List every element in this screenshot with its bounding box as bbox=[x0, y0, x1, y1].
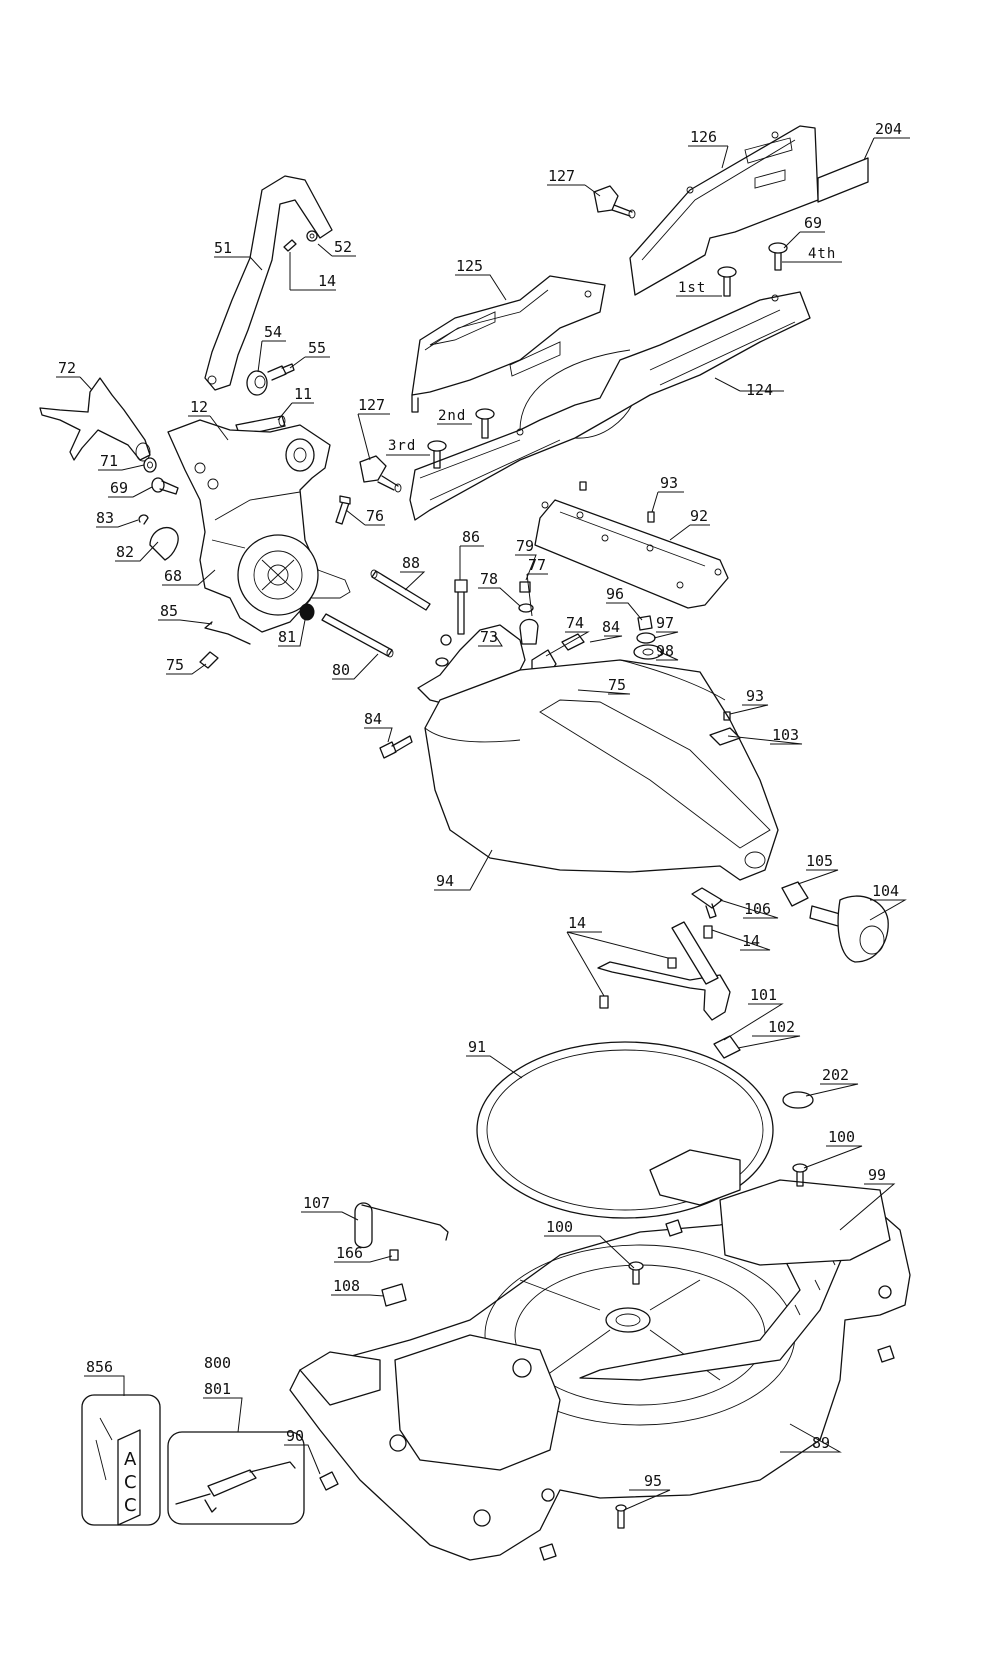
callout-856: 856 bbox=[86, 1358, 113, 1376]
callout-86: 86 bbox=[462, 528, 480, 546]
acc-letter-c1: C bbox=[124, 1472, 137, 1493]
callout-126: 126 bbox=[690, 128, 717, 146]
callout-202: 202 bbox=[822, 1066, 849, 1084]
callout-55: 55 bbox=[308, 339, 326, 357]
callout-78: 78 bbox=[480, 570, 498, 588]
acc-letter-a: A bbox=[124, 1449, 137, 1470]
callout-93b: 93 bbox=[746, 687, 764, 705]
acc-letter-c2: C bbox=[124, 1495, 137, 1516]
callout-2nd: 2nd bbox=[438, 408, 466, 424]
callout-68: 68 bbox=[164, 567, 182, 585]
callout-79: 79 bbox=[516, 537, 534, 555]
callout-204: 204 bbox=[875, 120, 902, 138]
leader-lines bbox=[56, 137, 910, 1511]
callout-69: 69 bbox=[804, 214, 822, 232]
callout-94: 94 bbox=[436, 872, 454, 890]
callout-96: 96 bbox=[606, 585, 624, 603]
callout-106: 106 bbox=[744, 900, 771, 918]
callout-90: 90 bbox=[286, 1427, 304, 1445]
callout-95: 95 bbox=[644, 1472, 662, 1490]
callout-108: 108 bbox=[333, 1277, 360, 1295]
callout-801: 801 bbox=[204, 1380, 231, 1398]
callout-14c: 14 bbox=[568, 914, 586, 932]
callout-89: 89 bbox=[812, 1434, 830, 1452]
callout-85: 85 bbox=[160, 602, 178, 620]
callout-labels: 204 126 127 69 4th 1st 51 52 14 125 54 5… bbox=[58, 120, 902, 1516]
callout-14b: 14 bbox=[742, 932, 760, 950]
callout-81: 81 bbox=[278, 628, 296, 646]
callout-4th: 4th bbox=[808, 246, 836, 262]
callout-98: 98 bbox=[656, 642, 674, 660]
callout-71: 71 bbox=[100, 452, 118, 470]
callout-76: 76 bbox=[366, 507, 384, 525]
callout-91: 91 bbox=[468, 1038, 486, 1056]
callout-84b: 84 bbox=[364, 710, 382, 728]
callout-72: 72 bbox=[58, 359, 76, 377]
callout-3rd: 3rd bbox=[388, 438, 416, 454]
callout-82: 82 bbox=[116, 543, 134, 561]
callout-103: 103 bbox=[772, 726, 799, 744]
callout-51: 51 bbox=[214, 239, 232, 257]
callout-54: 54 bbox=[264, 323, 282, 341]
callout-99: 99 bbox=[868, 1166, 886, 1184]
callout-100b: 100 bbox=[546, 1218, 573, 1236]
callout-77: 77 bbox=[528, 556, 546, 574]
callout-127b: 127 bbox=[358, 396, 385, 414]
callout-75b: 75 bbox=[608, 676, 626, 694]
callout-1st: 1st bbox=[678, 280, 706, 296]
callout-127: 127 bbox=[548, 167, 575, 185]
callout-11: 11 bbox=[294, 385, 312, 403]
callout-100: 100 bbox=[828, 1128, 855, 1146]
callout-800: 800 bbox=[204, 1354, 231, 1372]
callout-97: 97 bbox=[656, 614, 674, 632]
callout-107: 107 bbox=[303, 1194, 330, 1212]
callout-80: 80 bbox=[332, 661, 350, 679]
callout-12: 12 bbox=[190, 398, 208, 416]
callout-125: 125 bbox=[456, 257, 483, 275]
callout-69b: 69 bbox=[110, 479, 128, 497]
callout-92: 92 bbox=[690, 507, 708, 525]
callout-102: 102 bbox=[768, 1018, 795, 1036]
callout-73: 73 bbox=[480, 628, 498, 646]
callout-104: 104 bbox=[872, 882, 899, 900]
callout-124: 124 bbox=[746, 381, 773, 399]
parts-drawing bbox=[39, 125, 911, 1561]
callout-74: 74 bbox=[566, 614, 584, 632]
callout-166: 166 bbox=[336, 1244, 363, 1262]
callout-83: 83 bbox=[96, 509, 114, 527]
callout-101: 101 bbox=[750, 986, 777, 1004]
callout-75: 75 bbox=[166, 656, 184, 674]
callout-88: 88 bbox=[402, 554, 420, 572]
callout-52: 52 bbox=[334, 238, 352, 256]
callout-105: 105 bbox=[806, 852, 833, 870]
callout-93: 93 bbox=[660, 474, 678, 492]
callout-84: 84 bbox=[602, 618, 620, 636]
callout-14: 14 bbox=[318, 272, 336, 290]
